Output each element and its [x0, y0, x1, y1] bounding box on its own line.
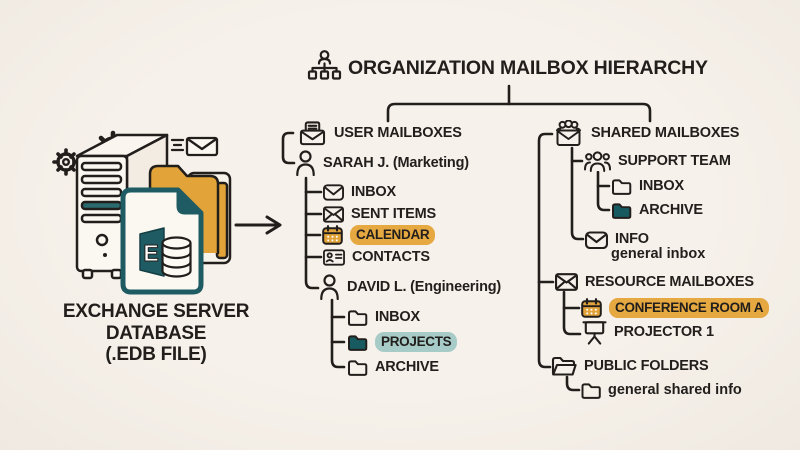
node-label: INBOX [639, 178, 684, 194]
node-calendar: CALENDAR [322, 222, 436, 248]
folder-icon [348, 309, 368, 326]
node-label: DAVID L. (Engineering) [347, 279, 502, 295]
person-icon [296, 150, 315, 176]
page-title: ORGANIZATION MAILBOX HIERARCHY [348, 57, 708, 79]
david-spine [330, 298, 346, 369]
node-label: ARCHIVE [639, 202, 703, 218]
node-label: CALENDAR [356, 227, 430, 242]
node-label: RESOURCE MAILBOXES [585, 274, 754, 290]
open-folder-icon [551, 356, 577, 376]
node-label: INBOX [375, 309, 420, 325]
node-label: INFO [615, 231, 649, 247]
node-sent-items: SENT ITEMS [323, 201, 436, 227]
arrow-icon [234, 215, 282, 235]
node-david: DAVID L. (Engineering) [319, 274, 501, 300]
highlight-pill: CONFERENCE ROOM A [609, 298, 770, 318]
node-label: SUPPORT TEAM [618, 153, 731, 169]
folder-filled-icon [348, 334, 368, 351]
node-david-inbox: INBOX [347, 304, 420, 330]
node-label: INBOX [351, 184, 396, 200]
left-root-bracket [281, 131, 296, 165]
node-support-archive: ARCHIVE [611, 197, 703, 223]
node-david-archive: ARCHIVE [347, 354, 439, 380]
node-label: PROJECTS [381, 334, 452, 349]
caption-line-3: (.EDB FILE) [105, 344, 207, 365]
mailbox-tray-icon [299, 120, 326, 145]
node-label: PUBLIC FOLDERS [584, 358, 709, 374]
shared-sub-spine [570, 146, 585, 241]
exchange-logo-letter: E [143, 240, 158, 266]
node-projects: PROJECTS [347, 329, 458, 355]
mail-x-icon [323, 205, 344, 223]
projector-screen-icon [582, 320, 607, 345]
exchange-server-illustration: E [52, 130, 232, 295]
node-label: PROJECTOR 1 [614, 324, 714, 340]
calendar-icon [581, 298, 602, 318]
node-info-sublabel: general inbox [611, 246, 706, 262]
org-chart-icon [307, 50, 342, 80]
node-label: SENT ITEMS [351, 206, 437, 222]
right-root-spine [537, 132, 554, 369]
public-sub-connector [565, 375, 581, 392]
database-cylinder-icon [161, 236, 192, 278]
team-icon [584, 150, 611, 172]
resource-sub-spine [562, 290, 582, 336]
node-resource-mailboxes: RESOURCE MAILBOXES [555, 269, 754, 295]
node-sarah-inbox: INBOX [323, 179, 396, 205]
folder-icon [348, 359, 368, 376]
support-sub-spine [596, 170, 611, 212]
node-label: SHARED MAILBOXES [591, 125, 740, 141]
node-contacts: CONTACTS [323, 244, 430, 270]
node-label: ARCHIVE [375, 359, 439, 375]
highlight-pill: PROJECTS [375, 332, 458, 352]
node-user-mailboxes: USER MAILBOXES [298, 120, 462, 146]
brace [386, 102, 652, 123]
mail-x-icon [555, 273, 578, 291]
node-label: USER MAILBOXES [334, 125, 462, 141]
node-projector: PROJECTOR 1 [582, 319, 714, 345]
caption-line-1: EXCHANGE SERVER [62, 301, 250, 322]
exchange-logo-icon: E [139, 227, 165, 277]
node-label: general shared info [608, 382, 742, 398]
node-label: CONFERENCE ROOM A [615, 300, 764, 315]
node-support-inbox: INBOX [611, 173, 684, 199]
contact-card-icon [323, 248, 345, 266]
node-label: SARAH J. (Marketing) [323, 155, 469, 171]
person-icon [320, 274, 339, 300]
illustration-caption: EXCHANGE SERVER DATABASE (.EDB FILE) [48, 301, 264, 366]
node-support-team: SUPPORT TEAM [584, 148, 731, 174]
node-public-folders: PUBLIC FOLDERS [551, 353, 709, 379]
shared-mailbox-icon [556, 119, 581, 146]
mail-icon [323, 183, 344, 201]
calendar-icon [322, 225, 343, 245]
folder-icon [581, 382, 601, 399]
node-label: CONTACTS [352, 249, 430, 265]
node-sarah: SARAH J. (Marketing) [295, 150, 469, 176]
mail-send-icon [170, 136, 219, 157]
highlight-pill: CALENDAR [350, 225, 436, 245]
folder-icon [612, 178, 632, 195]
edb-document-icon: E [120, 187, 204, 295]
sarah-spine [304, 176, 320, 290]
node-general-shared-info: general shared info [581, 377, 742, 403]
node-shared-mailboxes: SHARED MAILBOXES [553, 119, 740, 146]
caption-line-2: DATABASE [105, 322, 207, 344]
node-conference-room: CONFERENCE ROOM A [581, 295, 770, 321]
node-info: INFO [585, 226, 649, 252]
folder-filled-icon [612, 202, 632, 219]
mail-icon [585, 230, 608, 249]
